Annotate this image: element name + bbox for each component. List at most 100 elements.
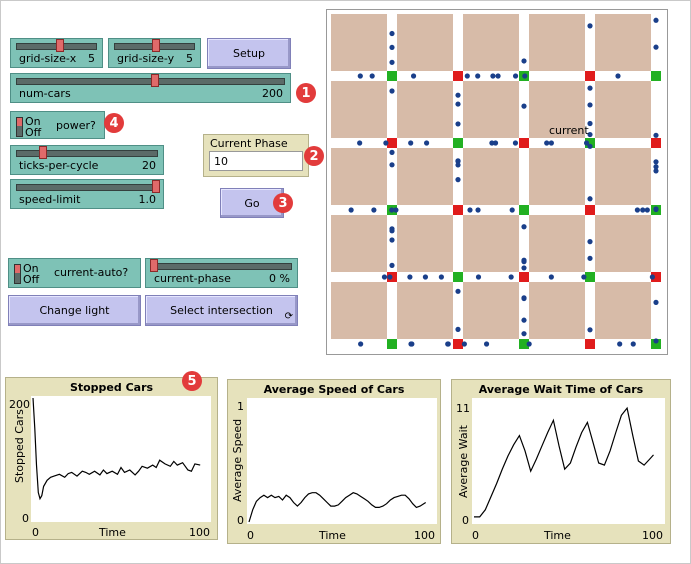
car <box>509 207 515 213</box>
car <box>653 132 659 138</box>
traffic-light <box>651 272 661 282</box>
grid-size-x-slider[interactable]: grid-size-x 5 <box>10 38 103 68</box>
speed-limit-slider[interactable]: speed-limit 1.0 <box>10 179 164 209</box>
car <box>521 103 527 109</box>
go-button[interactable]: Go <box>220 188 284 218</box>
city-block <box>397 282 453 339</box>
setup-button[interactable]: Setup <box>207 38 291 69</box>
plot-ylabel: Average Wait <box>457 425 470 498</box>
car <box>587 23 593 29</box>
plot-ymin: 0 <box>462 514 469 527</box>
car <box>475 73 481 79</box>
current-phase-monitor: Current Phase 10 <box>203 134 309 177</box>
city-block <box>529 14 585 71</box>
car <box>393 207 399 213</box>
car <box>587 196 593 202</box>
car <box>521 224 527 230</box>
grid-size-y-slider[interactable]: grid-size-y 5 <box>108 38 201 68</box>
slider-handle[interactable] <box>151 74 159 87</box>
car <box>495 73 501 79</box>
switch-toggle[interactable] <box>16 117 23 137</box>
car <box>521 265 527 271</box>
city-block <box>529 282 585 339</box>
slider-handle[interactable] <box>39 146 47 159</box>
plot-ylabel: Average Speed <box>231 418 244 502</box>
current-auto-switch[interactable]: On Off current-auto? <box>8 258 141 288</box>
car <box>383 140 389 146</box>
switch-toggle[interactable] <box>14 264 21 284</box>
car <box>492 140 499 146</box>
car <box>422 274 429 280</box>
power-switch[interactable]: On Off power? <box>10 111 105 139</box>
plot-xmin: 0 <box>32 526 39 539</box>
car <box>587 120 593 127</box>
car <box>389 59 395 65</box>
select-intersection-button[interactable]: Select intersection ⟳ <box>145 295 298 326</box>
car <box>521 58 527 64</box>
car <box>423 140 430 146</box>
world-view[interactable]: current <box>326 9 668 355</box>
traffic-light <box>519 272 529 282</box>
car <box>521 331 527 337</box>
slider-track[interactable] <box>16 150 158 157</box>
car <box>357 140 363 146</box>
city-block <box>397 14 453 71</box>
plot-title: Average Wait Time of Cars <box>478 383 644 396</box>
city-block <box>595 14 651 71</box>
car <box>389 262 395 268</box>
car <box>649 274 655 280</box>
car <box>512 140 519 146</box>
car <box>389 30 395 37</box>
traffic-light <box>519 138 529 148</box>
slider-handle[interactable] <box>150 259 158 272</box>
car <box>381 274 388 280</box>
num-cars-slider[interactable]: num-cars 200 <box>10 73 291 103</box>
car <box>461 341 467 347</box>
change-light-button[interactable]: Change light <box>8 295 141 326</box>
car <box>548 274 554 280</box>
switch-off-label: Off <box>23 273 40 286</box>
slider-handle[interactable] <box>152 180 160 193</box>
city-block <box>331 81 387 138</box>
traffic-light <box>453 205 463 215</box>
car <box>369 73 375 79</box>
slider-handle[interactable] <box>56 39 64 52</box>
car <box>348 207 354 213</box>
monitor-title: Current Phase <box>210 137 288 150</box>
slider-label: current-phase <box>154 272 231 285</box>
plot-xmax: 100 <box>189 526 210 539</box>
car <box>408 341 414 347</box>
car <box>389 44 395 51</box>
city-block <box>397 81 453 138</box>
slider-track[interactable] <box>16 184 158 191</box>
car <box>587 327 593 333</box>
car <box>583 140 590 146</box>
plot-xlabel: Time <box>99 526 126 539</box>
slider-track[interactable] <box>16 78 285 85</box>
car <box>358 341 364 347</box>
car <box>587 102 593 108</box>
city-block <box>331 282 387 339</box>
car <box>455 326 461 332</box>
car <box>526 341 532 347</box>
car <box>587 255 593 261</box>
world-canvas[interactable] <box>327 10 667 354</box>
car <box>389 149 395 155</box>
car <box>630 341 636 347</box>
traffic-light <box>651 339 661 349</box>
switch-label: current-auto? <box>54 266 129 279</box>
slider-track[interactable] <box>151 263 292 270</box>
car <box>475 274 482 280</box>
switch-label: power? <box>56 119 96 132</box>
current-phase-slider[interactable]: current-phase 0 % <box>145 258 298 288</box>
slider-handle[interactable] <box>152 39 160 52</box>
city-block <box>331 215 387 272</box>
switch-on-label: On <box>23 262 39 275</box>
car <box>587 239 593 245</box>
ticks-per-cycle-slider[interactable]: ticks-per-cycle 20 <box>10 145 164 175</box>
annotation-badge-2: 2 <box>304 146 324 166</box>
car <box>408 140 414 146</box>
car <box>521 295 527 302</box>
car <box>455 101 461 107</box>
car <box>653 159 659 165</box>
